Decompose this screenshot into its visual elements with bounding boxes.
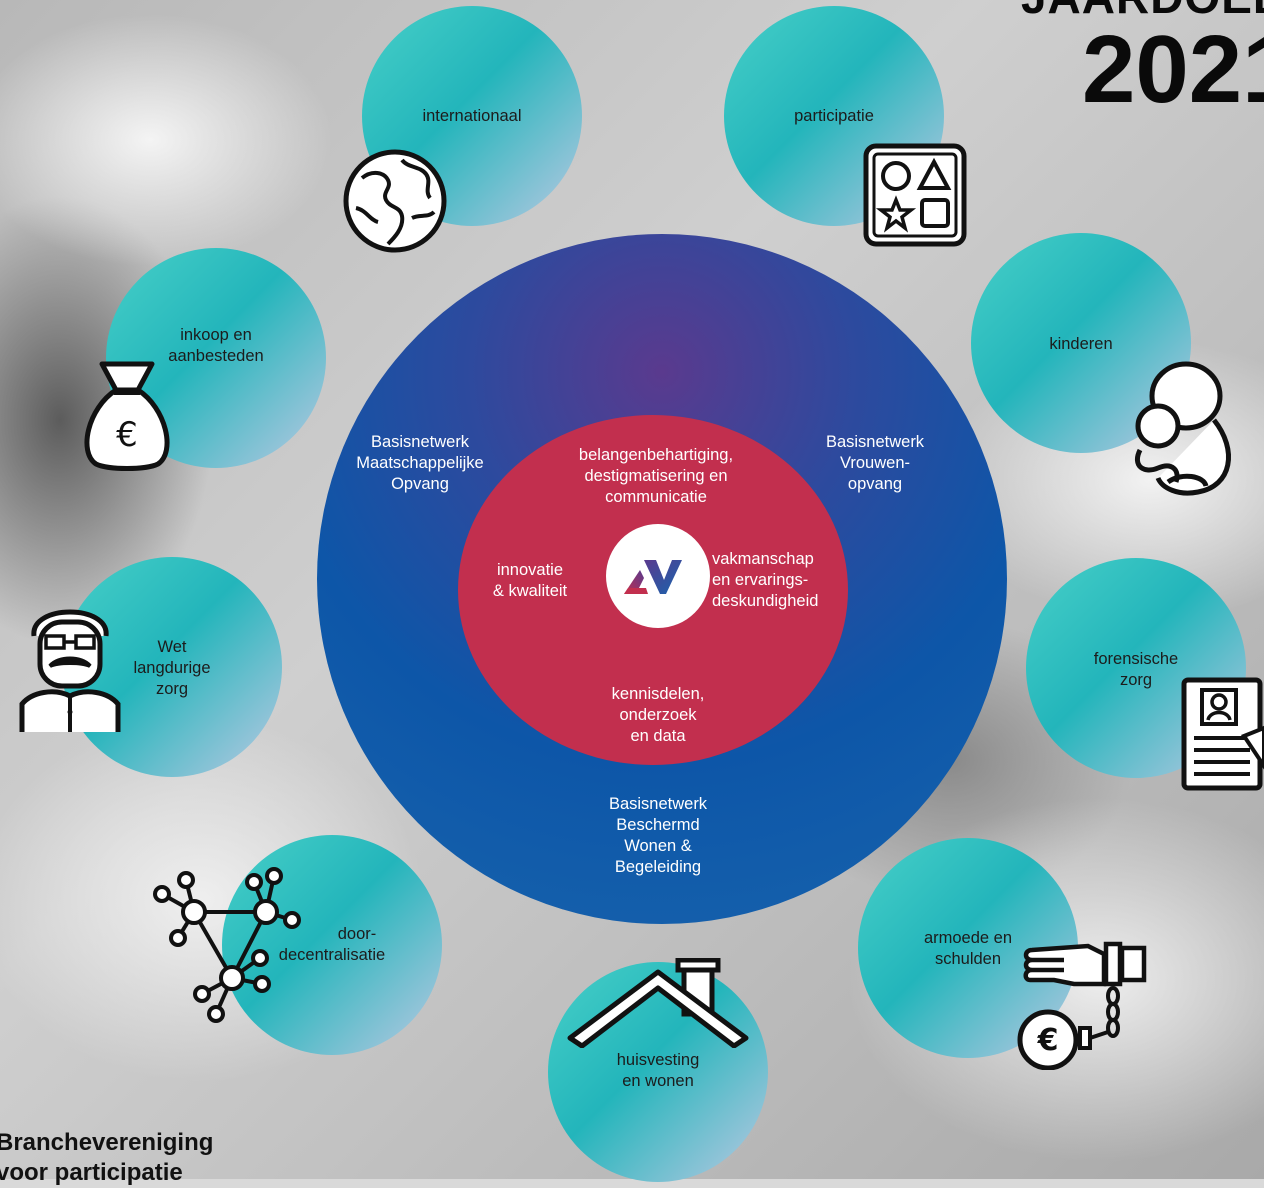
- inner-label-vakmanschap: vakmanschap en ervarings- deskundigheid: [712, 550, 819, 610]
- theme-bubble-huisvesting: [548, 962, 768, 1182]
- hand-chain-euro-icon: €: [1017, 941, 1147, 1070]
- inner-label-belangenbehartiging: belangenbehartiging, destigmatisering en…: [578, 446, 734, 506]
- network-icon: [153, 867, 301, 1023]
- house-icon: [567, 958, 749, 1048]
- report-year: 2021: [1082, 16, 1264, 123]
- logo-icon: [624, 560, 682, 594]
- inner-label-kennisdelen: kennisdelen, onderzoek en data: [611, 685, 705, 745]
- theme-label-decentralisatie: door- decentralisatie: [278, 925, 386, 964]
- mother-child-icon: [1134, 361, 1231, 496]
- id-document-icon: [1181, 677, 1264, 791]
- theme-label-forensische-zorg: forensische zorg: [1093, 650, 1179, 689]
- theme-label-kinderen: kinderen: [1049, 335, 1113, 353]
- shapes-board-icon: [863, 143, 967, 247]
- theme-label-wlz: Wet langdurige zorg: [133, 638, 211, 698]
- theme-label-inkoop: inkoop en aanbesteden: [168, 326, 264, 365]
- svg-text:€: €: [1037, 1023, 1059, 1058]
- report-title: JAARDOEL: [1021, 0, 1264, 24]
- globe-icon: [343, 149, 447, 253]
- theme-label-internationaal: internationaal: [422, 107, 522, 125]
- inner-label-innovatie: innovatie & kwaliteit: [492, 561, 568, 600]
- elderly-man-icon: [19, 609, 121, 732]
- theme-label-participatie: participatie: [794, 107, 874, 125]
- outer-label-beschermd-wonen: Basisnetwerk Beschermd Wonen & Begeleidi…: [608, 795, 708, 876]
- outer-label-vrouwenopvang: Basisnetwerk Vrouwen- opvang: [825, 433, 925, 493]
- theme-label-armoede: armoede en schulden: [923, 929, 1013, 968]
- svg-text:€: €: [116, 415, 138, 455]
- brand-tagline: Branchevereniging voor participatie: [0, 1129, 214, 1186]
- outer-label-maatschappelijke-opvang: Basisnetwerk Maatschappelijke Opvang: [356, 433, 484, 493]
- theme-label-huisvesting: huisvesting en wonen: [616, 1051, 700, 1090]
- theme-bubble-decentralisatie: [222, 835, 442, 1055]
- money-bag-icon: €: [84, 361, 170, 471]
